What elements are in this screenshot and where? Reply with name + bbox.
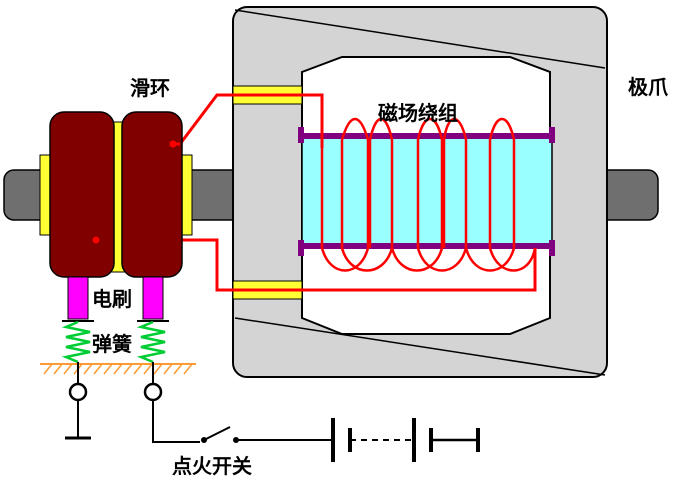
field-core-flange-left-top (298, 127, 304, 143)
slip-ring-right (121, 111, 183, 278)
slip-ring-terminal-top (169, 140, 177, 148)
claw-edge-top (234, 9, 606, 69)
slip-ring-label: 滑环 (130, 76, 170, 100)
field-core (301, 134, 553, 248)
lead-to-switch (152, 400, 200, 443)
brush-right (142, 276, 164, 320)
slip-ring-left (49, 111, 115, 278)
ignition-switch-label: 点火开关 (172, 454, 252, 478)
field-winding-coil (320, 118, 537, 272)
field-winding-label: 磁场绕组 (378, 101, 458, 125)
field-core-bottom-edge (302, 243, 552, 249)
spring-label: 弹簧 (92, 332, 132, 356)
claw-pole-label: 极爪 (628, 75, 668, 99)
spring-left (61, 320, 94, 364)
claw-edge-bottom (234, 317, 606, 376)
mounting-base (40, 363, 196, 375)
brush-left (67, 276, 89, 320)
switch-icon (201, 426, 239, 443)
battery-icon (331, 418, 480, 462)
terminal-icon (143, 382, 163, 402)
brush-label: 电刷 (92, 287, 132, 311)
spring-right (136, 320, 169, 364)
slip-ring-terminal-bottom (92, 236, 100, 244)
field-core-flange-right-bottom (549, 240, 555, 256)
terminal-icon (68, 382, 88, 402)
field-core-flange-right-top (549, 127, 555, 143)
winding-lead-top (178, 93, 324, 148)
field-core-top-edge (302, 133, 552, 139)
field-core-flange-left-bottom (298, 240, 304, 256)
